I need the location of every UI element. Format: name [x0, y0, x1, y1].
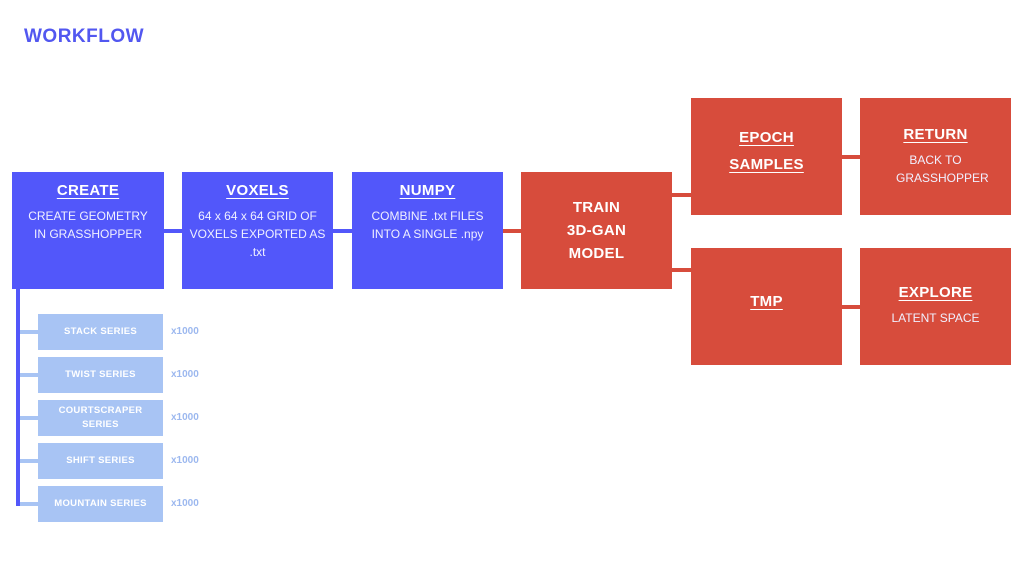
series-stack-label: STACK SERIES	[63, 326, 138, 337]
series-shift-label: SHIFT SERIES	[66, 455, 135, 466]
node-voxels: VOXELS 64 x 64 x 64 GRID OF VOXELS EXPOR…	[182, 172, 333, 289]
series-twist: TWIST SERIES	[38, 357, 163, 393]
connector-series-branch	[20, 459, 38, 463]
node-explore-title: EXPLORE	[898, 284, 973, 301]
node-tmp-title: TMP	[750, 293, 783, 310]
node-return: RETURN BACK TO GRASSHOPPER	[860, 98, 1011, 215]
series-shift-count: x1000	[171, 455, 199, 466]
connector-series-branch	[20, 373, 38, 377]
node-train-line1: TRAIN	[572, 199, 621, 216]
node-train-line3: MODEL	[568, 245, 625, 262]
series-shift: SHIFT SERIES	[38, 443, 163, 479]
node-epoch: EPOCH SAMPLES	[691, 98, 842, 215]
series-courtscraper: COURTSCRAPER SERIES	[38, 400, 163, 436]
connector-series-trunk	[16, 289, 20, 506]
connector-train-tmp	[672, 268, 691, 272]
connector-epoch-return	[842, 155, 860, 159]
page-title: WORKFLOW	[24, 26, 145, 47]
connector-series-branch	[20, 416, 38, 420]
connector-train-epoch	[672, 193, 691, 197]
node-epoch-line2: SAMPLES	[729, 156, 804, 173]
node-create-desc: CREATE GEOMETRY IN GRASSHOPPER	[28, 209, 148, 241]
node-create-title: CREATE	[56, 182, 120, 199]
series-courtscraper-count: x1000	[171, 412, 199, 423]
connector-series-branch	[20, 502, 38, 506]
connector-create-voxels	[164, 229, 182, 233]
node-return-desc: BACK TO GRASSHOPPER	[896, 153, 989, 185]
node-explore-desc: LATENT SPACE	[891, 311, 980, 325]
series-mountain: MOUNTAIN SERIES	[38, 486, 163, 522]
connector-series-branch	[20, 330, 38, 334]
series-mountain-count: x1000	[171, 498, 199, 509]
node-voxels-desc: 64 x 64 x 64 GRID OF VOXELS EXPORTED AS …	[189, 209, 326, 259]
series-stack: STACK SERIES	[38, 314, 163, 350]
series-mountain-label: MOUNTAIN SERIES	[54, 498, 147, 509]
series-twist-label: TWIST SERIES	[65, 369, 136, 380]
node-train-line2: 3D-GAN	[566, 222, 627, 239]
node-epoch-line1: EPOCH	[739, 129, 794, 146]
node-voxels-title: VOXELS	[226, 182, 289, 199]
node-return-title: RETURN	[903, 126, 968, 143]
series-courtscraper-label: COURTSCRAPER SERIES	[58, 405, 143, 430]
connector-tmp-explore	[842, 305, 860, 309]
node-numpy: NUMPY COMBINE .txt FILES INTO A SINGLE .…	[352, 172, 503, 289]
node-create: CREATE CREATE GEOMETRY IN GRASSHOPPER	[12, 172, 164, 289]
node-explore: EXPLORE LATENT SPACE	[860, 248, 1011, 365]
node-tmp: TMP	[691, 248, 842, 365]
node-numpy-desc: COMBINE .txt FILES INTO A SINGLE .npy	[371, 209, 484, 241]
series-stack-count: x1000	[171, 326, 199, 337]
series-twist-count: x1000	[171, 369, 199, 380]
node-numpy-title: NUMPY	[399, 182, 456, 199]
node-train: TRAIN 3D-GAN MODEL	[521, 172, 672, 289]
connector-numpy-train	[503, 229, 521, 233]
connector-voxels-numpy	[333, 229, 352, 233]
